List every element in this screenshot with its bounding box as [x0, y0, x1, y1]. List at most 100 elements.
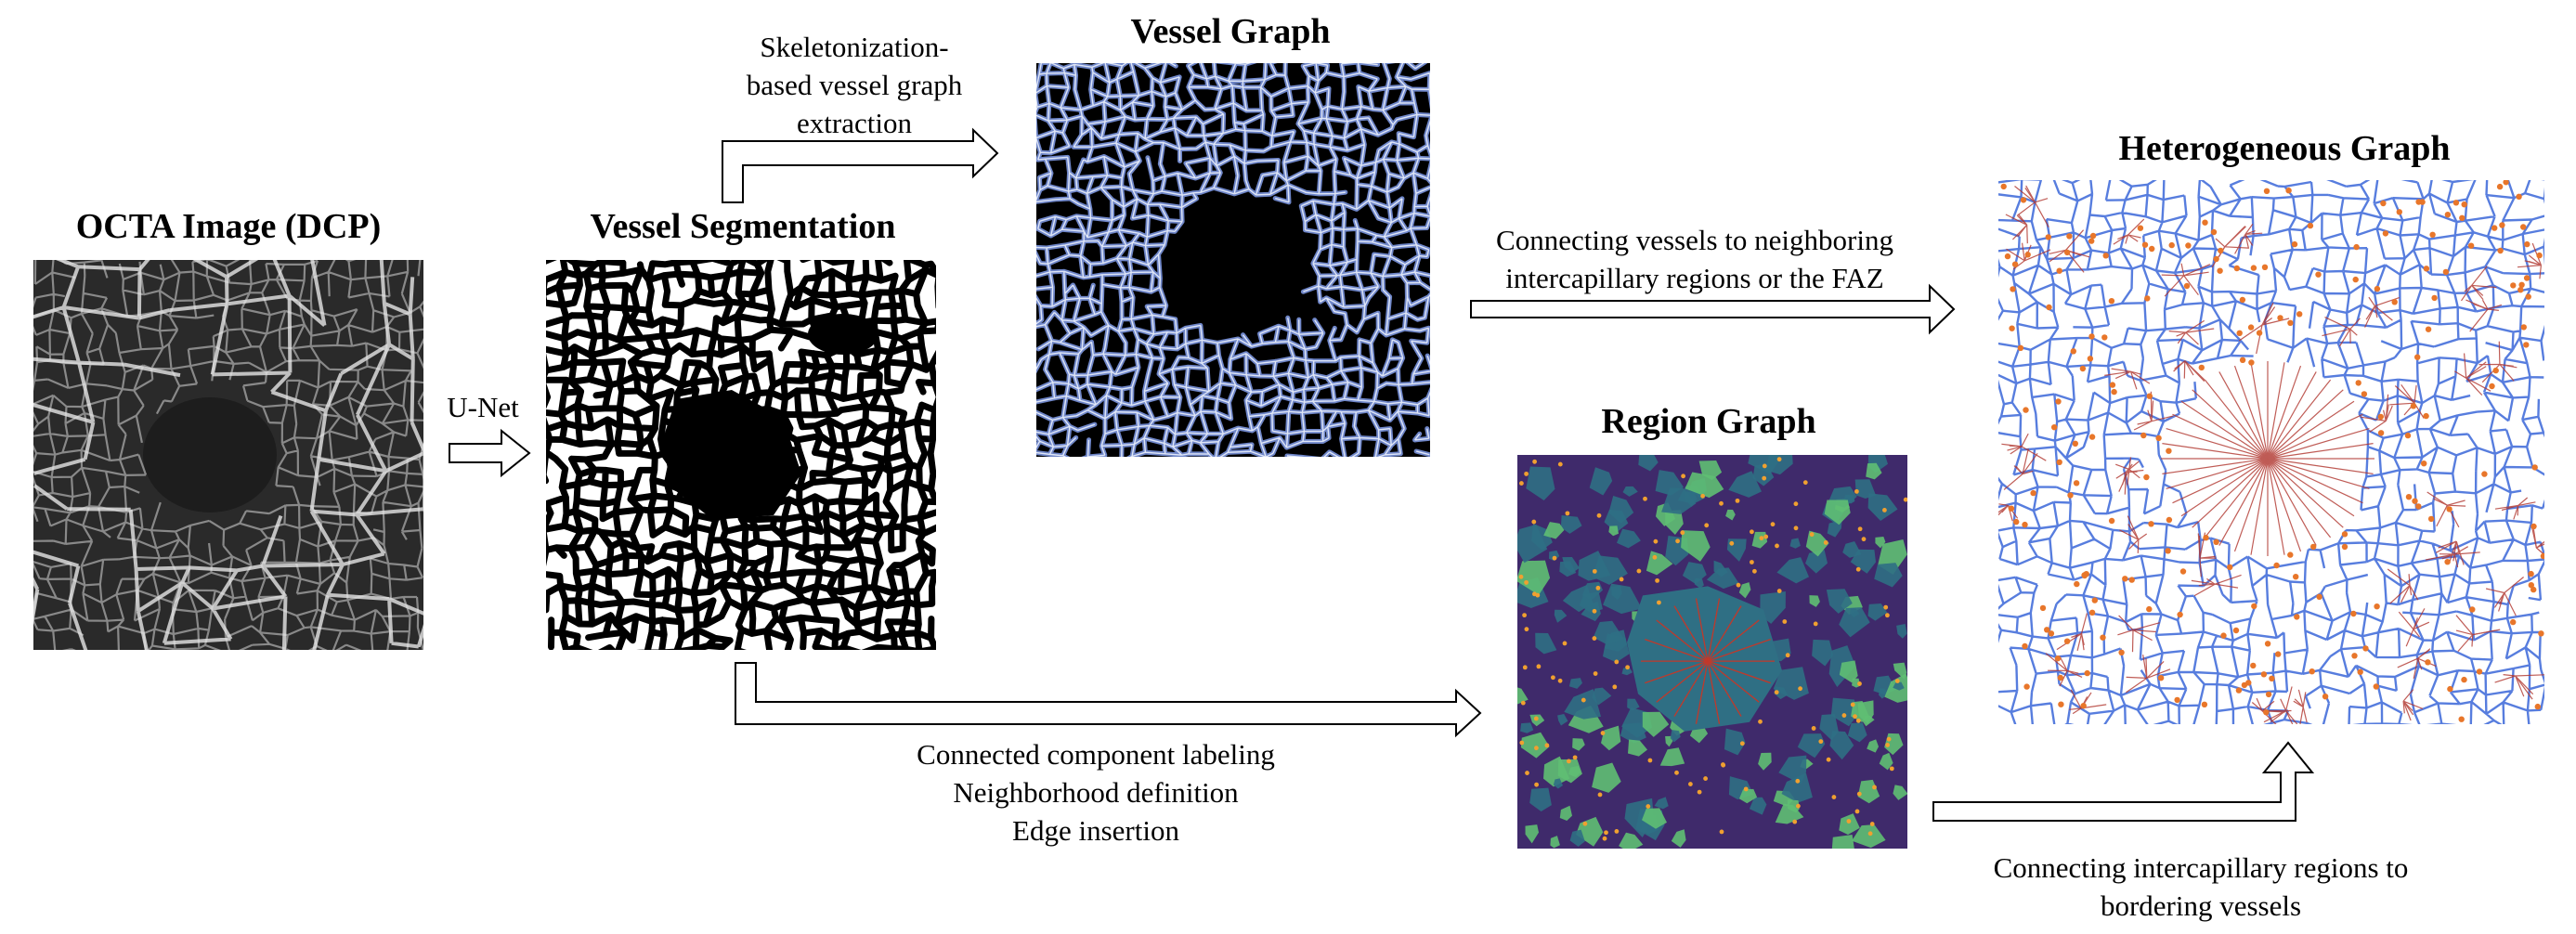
het-faz-edge — [2267, 389, 2344, 460]
region-cell — [1550, 836, 1560, 849]
het-node — [2247, 324, 2255, 331]
het-region-edge — [2184, 360, 2194, 376]
het-region-edge — [2256, 324, 2263, 355]
het-region-edge — [2536, 540, 2544, 549]
region-cell — [1579, 591, 1603, 614]
het-region-edge — [2447, 499, 2465, 506]
region-cell — [1863, 715, 1875, 727]
het-region-edge — [2131, 629, 2134, 653]
het-node — [2054, 655, 2062, 662]
region-node — [1857, 681, 1862, 686]
region-cell — [1617, 528, 1641, 549]
het-region-edge — [2012, 260, 2025, 270]
het-node — [2179, 568, 2187, 575]
connect-vessels-caption: Connecting vessels to neighboring interc… — [1449, 221, 1941, 297]
het-faz-edge — [2267, 379, 2332, 460]
het-region-edge — [2206, 577, 2216, 585]
het-region-edge — [2409, 585, 2419, 601]
het-node — [2423, 266, 2430, 272]
het-region-edge — [2515, 675, 2525, 697]
het-node — [2442, 268, 2450, 276]
het-region-edge — [2285, 710, 2298, 724]
region-cell — [1867, 739, 1879, 753]
het-node — [2309, 668, 2315, 675]
het-region-edge — [2471, 284, 2497, 289]
region-cell — [1593, 620, 1624, 645]
het-node — [2091, 597, 2098, 603]
region-node — [1532, 459, 1537, 464]
region-cell — [1517, 560, 1551, 596]
het-region-edge — [2408, 574, 2411, 586]
region-node — [1882, 508, 1887, 512]
caption-line: Connecting vessels to neighboring — [1496, 224, 1893, 256]
het-faz-edge — [2267, 458, 2317, 546]
region-node — [1567, 759, 1571, 764]
vessel-graph-centerlines — [1036, 63, 1430, 457]
het-region-edge — [2413, 658, 2419, 680]
het-region-edge — [2261, 700, 2275, 712]
het-region-edge — [2199, 558, 2202, 577]
region-cell — [1797, 733, 1826, 759]
het-node — [2447, 685, 2453, 693]
het-region-edge — [2022, 242, 2025, 261]
region-node — [1600, 731, 1606, 735]
het-faz-edge — [2218, 458, 2269, 546]
octa-image — [33, 260, 423, 650]
het-region-edge — [2349, 318, 2361, 330]
het-region-edge — [2127, 218, 2145, 236]
het-region-edge — [2137, 539, 2140, 553]
het-region-edge — [2517, 497, 2529, 506]
het-region-edge — [2215, 574, 2242, 585]
region-cell — [1517, 687, 1529, 705]
region-node — [1872, 785, 1877, 790]
het-node — [2273, 562, 2280, 569]
het-region-edge — [2528, 254, 2542, 266]
region-cell — [1681, 530, 1711, 562]
het-region-edge — [2261, 306, 2276, 326]
het-region-edge — [2010, 446, 2023, 455]
region-node — [1762, 463, 1767, 469]
het-faz-edge — [2267, 400, 2355, 460]
het-node — [2352, 276, 2359, 283]
het-node — [2294, 614, 2300, 620]
region-node — [1854, 809, 1860, 814]
region-steps-caption: Connected component labeling Neighborhoo… — [854, 735, 1337, 850]
region-cell — [1839, 660, 1858, 683]
het-region-edge — [2234, 234, 2246, 254]
region-cell — [1850, 608, 1860, 617]
region-cell — [1592, 687, 1612, 706]
region-cell — [1847, 722, 1867, 743]
het-region-edge — [2413, 617, 2418, 629]
het-region-edge — [2224, 246, 2249, 249]
region-node — [1551, 675, 1555, 681]
het-node — [2265, 691, 2272, 698]
region-cell — [1866, 462, 1882, 480]
het-region-edge — [2539, 265, 2542, 279]
region-faz-edge — [1695, 660, 1709, 724]
het-region-edge — [2185, 319, 2205, 333]
het-region-edge — [2417, 648, 2431, 659]
het-region-edge — [2425, 553, 2455, 561]
het-node — [2141, 241, 2149, 248]
het-region-edge — [2465, 299, 2489, 310]
het-node — [2084, 669, 2090, 677]
region-node — [1762, 475, 1767, 481]
skeleton-arrow — [722, 127, 999, 203]
het-faz-edge — [2267, 458, 2370, 489]
het-region-edge — [2256, 697, 2263, 711]
region-cell — [1867, 493, 1898, 521]
het-node — [2382, 230, 2389, 237]
het-region-edge — [2413, 608, 2426, 629]
het-node — [2538, 630, 2544, 637]
het-node — [2073, 480, 2080, 486]
het-node — [2510, 282, 2517, 289]
het-node — [2118, 649, 2125, 655]
het-node — [2088, 238, 2095, 244]
region-node — [1655, 577, 1659, 583]
het-region-edge — [2006, 248, 2025, 262]
het-node — [2423, 412, 2429, 420]
het-region-edge — [2365, 305, 2375, 320]
het-faz-edge — [2180, 400, 2269, 460]
het-region-edge — [2215, 238, 2226, 248]
het-region-edge — [1998, 504, 2009, 516]
